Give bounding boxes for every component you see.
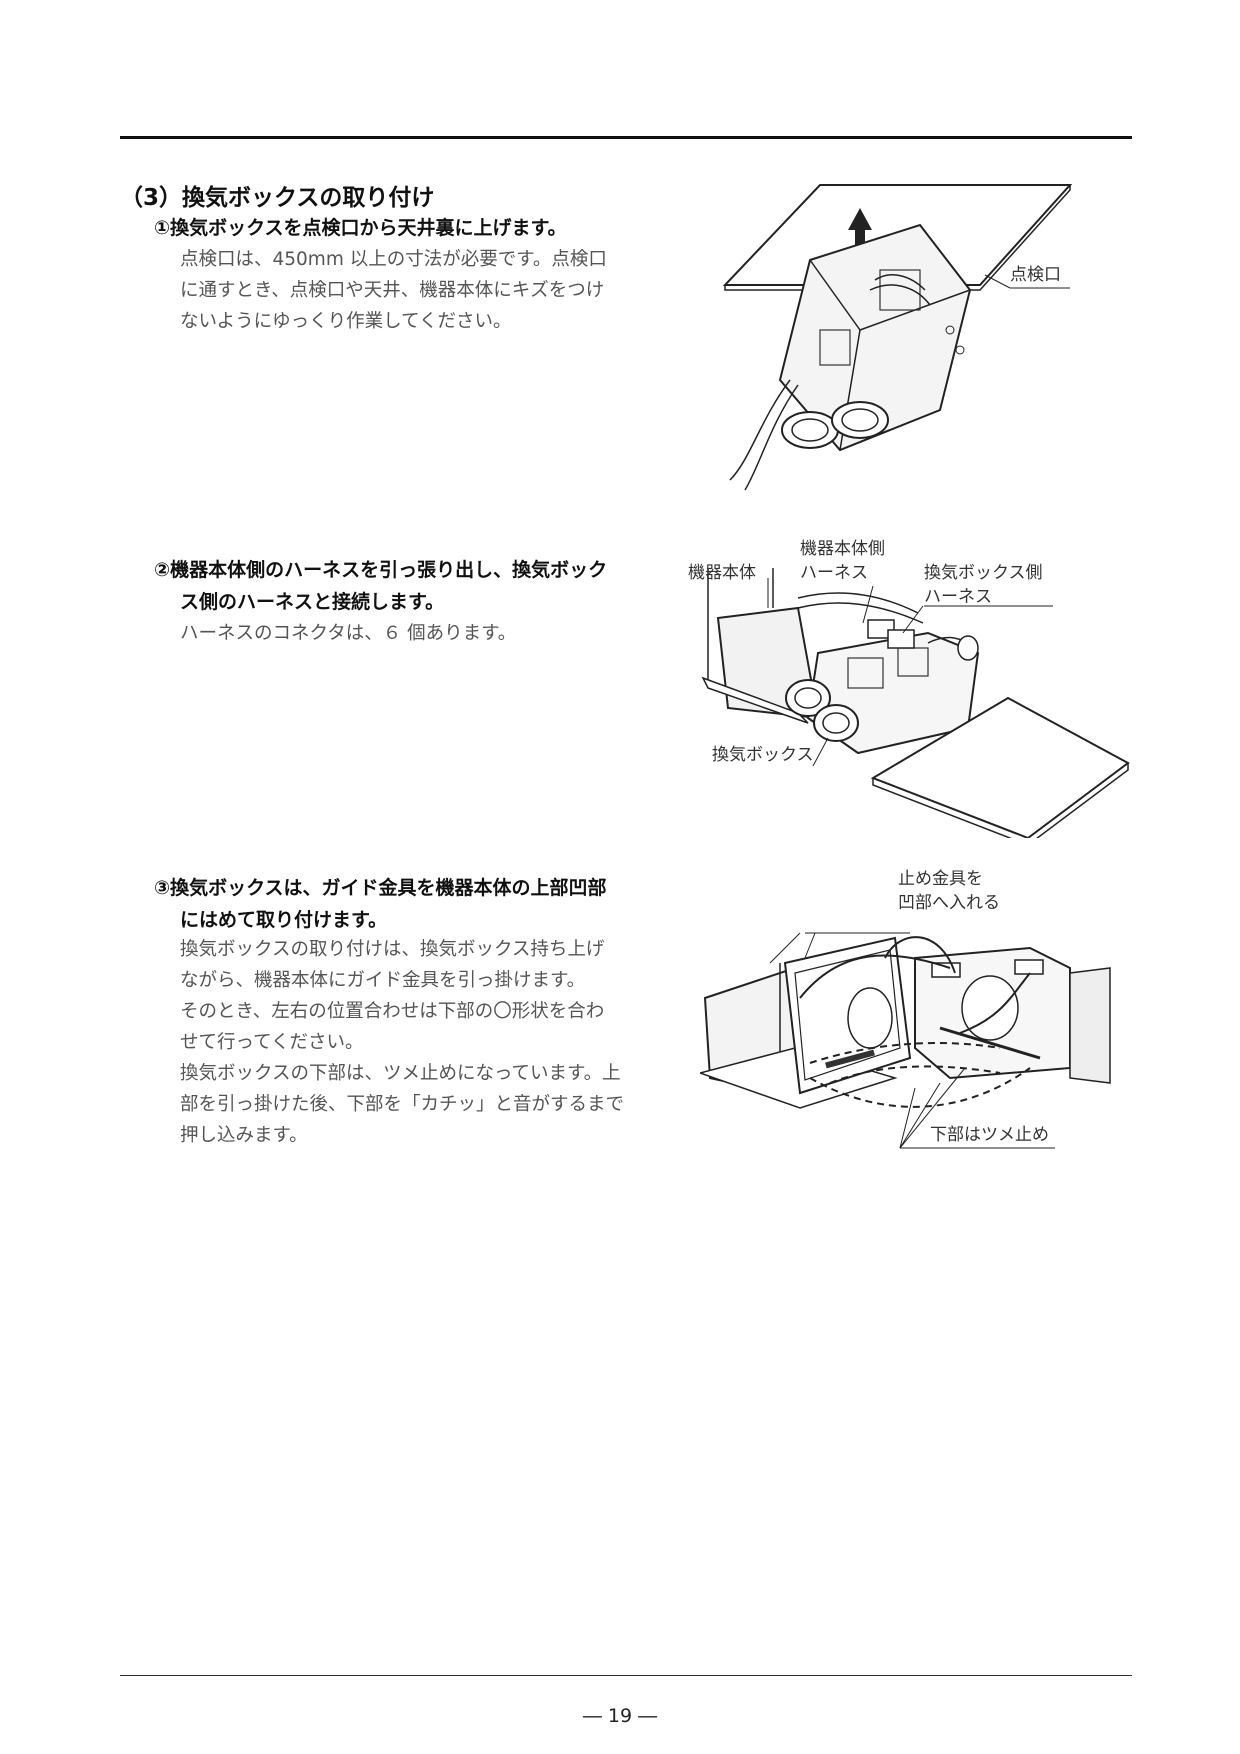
figure-1-inspection-opening: 点検口	[720, 180, 1100, 500]
figure-3-mounting: 止め金具を 凹部へ入れる 下部はツメ止め	[697, 868, 1130, 1158]
label-main-unit-harness: ハーネス	[800, 563, 868, 583]
step-3-body-line: そのとき、左右の位置合わせは下部の〇形状を合わ	[180, 1001, 605, 1022]
step-3-body-line: 押し込みます。	[180, 1125, 308, 1146]
ventilation-box	[778, 223, 972, 452]
step-3-title: ③換気ボックスは、ガイド金具を機器本体の上部凹部 にはめて取り付けます。	[154, 872, 607, 936]
step-1-body-line: 点検口は、450mm 以上の寸法が必要です。点検口	[180, 249, 607, 270]
step-1-title: ①換気ボックスを点検口から天井裏に上げます。	[154, 212, 567, 244]
step-3-body-line: 部を引っ掛けた後、下部を「カチッ」と音がするまで	[180, 1094, 625, 1115]
label-box-harness: ハーネス	[924, 587, 992, 607]
step-2-title: ②機器本体側のハーネスを引っ張り出し、換気ボック ス側のハーネスと接続します。	[154, 554, 607, 618]
label-main-unit-side: 機器本体側	[800, 539, 885, 559]
step-1-body: 点検口は、450mm 以上の寸法が必要です。点検口 に通すとき、点検口や天井、機…	[180, 244, 607, 337]
up-arrow-icon	[848, 208, 872, 245]
label-stop-bracket: 止め金具を	[898, 869, 983, 889]
step-3-body: 換気ボックスの取り付けは、換気ボックス持ち上げ ながら、機器本体にガイド金具を引…	[180, 934, 624, 1151]
step-2-title-line: ス側のハーネスと接続します。	[180, 591, 445, 613]
step-1-body-line: に通すとき、点検口や天井、機器本体にキズをつけ	[180, 280, 605, 301]
step-2-body-line: ハーネスのコネクタは、６ 個あります。	[180, 623, 517, 644]
step-3-body-line: 換気ボックスの取り付けは、換気ボックス持ち上げ	[180, 939, 605, 960]
step-3-title-line: にはめて取り付けます。	[180, 909, 388, 931]
label-bottom-clip: 下部はツメ止め	[930, 1125, 1049, 1145]
step-3-body-line: せて行ってください。	[180, 1032, 364, 1053]
step-2-title-line: ②機器本体側のハーネスを引っ張り出し、換気ボック	[154, 559, 608, 581]
step-3-body-line: ながら、機器本体にガイド金具を引っ掛けます。	[180, 970, 586, 991]
step-1-title-line: ①換気ボックスを点検口から天井裏に上げます。	[154, 217, 567, 239]
label-ventilation-box: 換気ボックス	[712, 745, 814, 765]
footer-rule	[120, 1675, 1132, 1676]
figure-2-drawing	[701, 568, 1130, 846]
label-into-recess: 凹部へ入れる	[898, 893, 1000, 913]
figure-2-harness-connection: 機器本体 機器本体側 ハーネス 換気ボックス側 ハーネス 換気ボックス	[688, 538, 1138, 846]
figure-3-drawing	[697, 932, 1111, 1149]
step-3-title-line: ③換気ボックスは、ガイド金具を機器本体の上部凹部	[154, 877, 607, 899]
page-number: ― 19 ―	[582, 1705, 658, 1727]
step-1-body-line: ないようにゆっくり作業してください。	[180, 311, 512, 332]
label-main-unit: 機器本体	[688, 563, 756, 583]
header-rule	[120, 136, 1132, 139]
label-box-side: 換気ボックス側	[924, 563, 1043, 583]
step-3-body-line: 換気ボックスの下部は、ツメ止めになっています。上	[180, 1063, 621, 1084]
step-2-body: ハーネスのコネクタは、６ 個あります。	[180, 618, 516, 649]
label-inspection-opening: 点検口	[1010, 265, 1061, 285]
figure-1-drawing	[722, 184, 1073, 491]
section-title: （3）換気ボックスの取り付け	[120, 185, 435, 211]
